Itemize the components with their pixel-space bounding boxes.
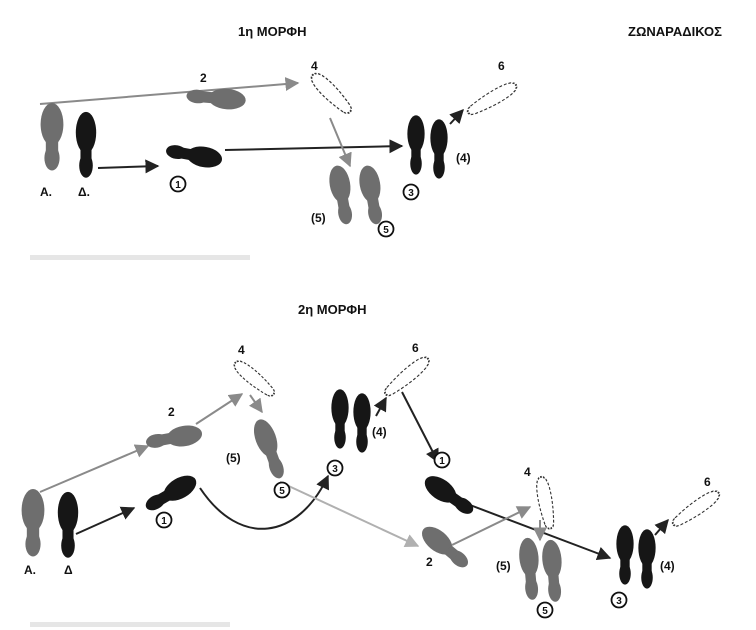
left-foot-2-step-4-outline: [230, 356, 279, 401]
label-2-step-3: 3: [332, 464, 338, 475]
left-foot-2b-step-4-outline: [533, 474, 558, 531]
label-2-step-4p: (4): [372, 425, 387, 439]
label-2b-step-3: 3: [616, 596, 622, 607]
form-2-labels: Α. Δ 2 4 (5) 6 (4) 2 4 (5) 6 (4) 1 5 3 1…: [24, 341, 711, 619]
label-step-5p: (5): [311, 211, 326, 225]
right-foot-step-1: [164, 140, 224, 171]
label-right-2: Δ: [64, 563, 73, 577]
left-foot-step-5a: [326, 163, 358, 226]
left-foot-step-5b: [356, 163, 388, 226]
right-foot-step-6-outline: [463, 78, 521, 120]
label-2b-step-5p: (5): [496, 559, 511, 573]
right-foot-step-3b: [430, 119, 448, 179]
label-2b-step-6: 6: [704, 475, 711, 489]
left-foot-2b-step-5a: [517, 537, 543, 601]
left-foot-2-step-2: [144, 422, 204, 453]
circle-2b-step-5: [536, 601, 554, 619]
left-foot-2b-step-5b: [540, 539, 566, 603]
label-2b-step-2: 2: [426, 555, 433, 569]
circle-2-step-1: [155, 511, 173, 529]
label-2-step-1: 1: [161, 516, 167, 527]
label-step-6: 6: [498, 59, 505, 73]
label-2-step-6: 6: [412, 341, 419, 355]
circle-2-step-3: [326, 459, 344, 477]
label-2b-step-4: 4: [524, 465, 531, 479]
left-foot-start-2: [21, 489, 45, 557]
left-foot-start: [40, 103, 64, 171]
label-step-3: 3: [408, 188, 414, 199]
form-1-labels: Α. Δ. 2 4 6 (4) (5) 1 3 5: [40, 59, 505, 238]
right-foot-2-step-6-outline: [380, 352, 434, 401]
dance-name: ΖΩΝΑΡΑΔΙΚΟΣ: [628, 24, 722, 39]
form-2-footprints: [21, 352, 724, 603]
circle-step-3: [402, 183, 420, 201]
label-step-1: 1: [175, 180, 181, 191]
label-2-step-5p: (5): [226, 451, 241, 465]
form-1-arrows: [39, 77, 464, 174]
label-2-step-5: 5: [279, 486, 285, 497]
left-foot-2-step-5: [249, 416, 290, 482]
circle-2-step-5: [273, 481, 291, 499]
label-2b-step-1: 1: [439, 456, 445, 467]
circle-2b-step-3: [610, 591, 628, 609]
right-foot-start: [75, 111, 97, 178]
right-foot-2-step-3b: [353, 393, 371, 453]
form-2-arrows: [39, 391, 669, 561]
label-step-2: 2: [200, 71, 207, 85]
faded-caption-2: [30, 622, 230, 627]
right-foot-2b-step-1: [420, 470, 479, 521]
label-2-step-4: 4: [238, 343, 245, 357]
right-foot-2-step-3a: [331, 389, 349, 449]
label-left: Α.: [40, 185, 52, 199]
circle-step-5: [377, 220, 395, 238]
circle-2b-step-1: [433, 451, 451, 469]
label-step-5: 5: [383, 225, 389, 236]
form-1-title: 1η ΜΟΡΦΗ: [238, 24, 307, 39]
label-left-2: Α.: [24, 563, 36, 577]
label-2b-step-5: 5: [542, 606, 548, 617]
label-right: Δ.: [78, 185, 90, 199]
right-foot-2-step-1: [141, 470, 201, 517]
right-foot-2b-step-3a: [616, 525, 634, 585]
right-foot-2b-step-6-outline: [668, 486, 724, 531]
right-foot-step-3a: [407, 115, 425, 175]
label-step-4p: (4): [456, 151, 471, 165]
circle-step-1: [169, 175, 187, 193]
label-2b-step-4p: (4): [660, 559, 675, 573]
faded-caption-1: [30, 255, 250, 260]
label-step-4: 4: [311, 59, 318, 73]
left-foot-step-4-outline: [306, 68, 357, 119]
right-foot-2b-step-3b: [638, 529, 656, 589]
label-2-step-2: 2: [168, 405, 175, 419]
form-2-title: 2η ΜΟΡΦΗ: [298, 302, 367, 317]
right-foot-start-2: [57, 491, 79, 558]
